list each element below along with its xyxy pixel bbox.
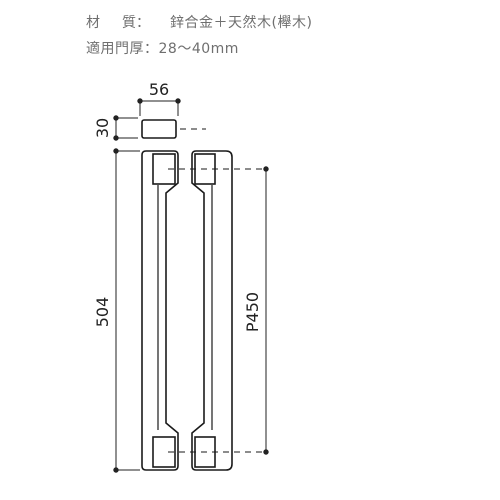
cap-height-dot-top (113, 115, 119, 121)
width-dot-right (175, 98, 181, 104)
handle-wood-grip (141, 150, 179, 471)
pitch-dot-bottom (263, 449, 269, 455)
top-view-cap (141, 119, 177, 139)
mount-centerlines (168, 168, 266, 453)
total-length-dimension (113, 148, 140, 473)
material-label-char1: 材 (86, 15, 100, 31)
pitch-label: P450 (243, 292, 262, 332)
top-view (141, 119, 206, 139)
material-value: 鋅合金＋天然木(櫸木) (170, 15, 313, 31)
material-label: 材 質： (86, 14, 170, 32)
pitch-dimension (263, 166, 269, 455)
side-view (141, 150, 233, 471)
width-dimension (137, 98, 181, 116)
length-dot-bottom (113, 467, 119, 473)
width-dot-left (137, 98, 143, 104)
door-thickness-label: 適用門厚： (86, 41, 159, 57)
total-length-label: 504 (93, 297, 112, 328)
pitch-dot-top (263, 166, 269, 172)
cap-height-dot-bottom (113, 135, 119, 141)
door-thickness-value: 28～40mm (158, 41, 239, 57)
material-label-char2: 質： (122, 15, 150, 31)
handle-metal-bar (191, 150, 233, 471)
width-label: 56 (149, 80, 169, 99)
cap-height-dimension (113, 115, 138, 141)
top-mount-left (152, 153, 176, 185)
cap-height-label: 30 (93, 118, 112, 138)
door-thickness-spec: 適用門厚：28～40mm (86, 40, 239, 58)
length-dot-top (113, 148, 119, 154)
bottom-mount-left (152, 436, 176, 468)
material-spec: 材 質： 鋅合金＋天然木(櫸木) (86, 14, 312, 32)
